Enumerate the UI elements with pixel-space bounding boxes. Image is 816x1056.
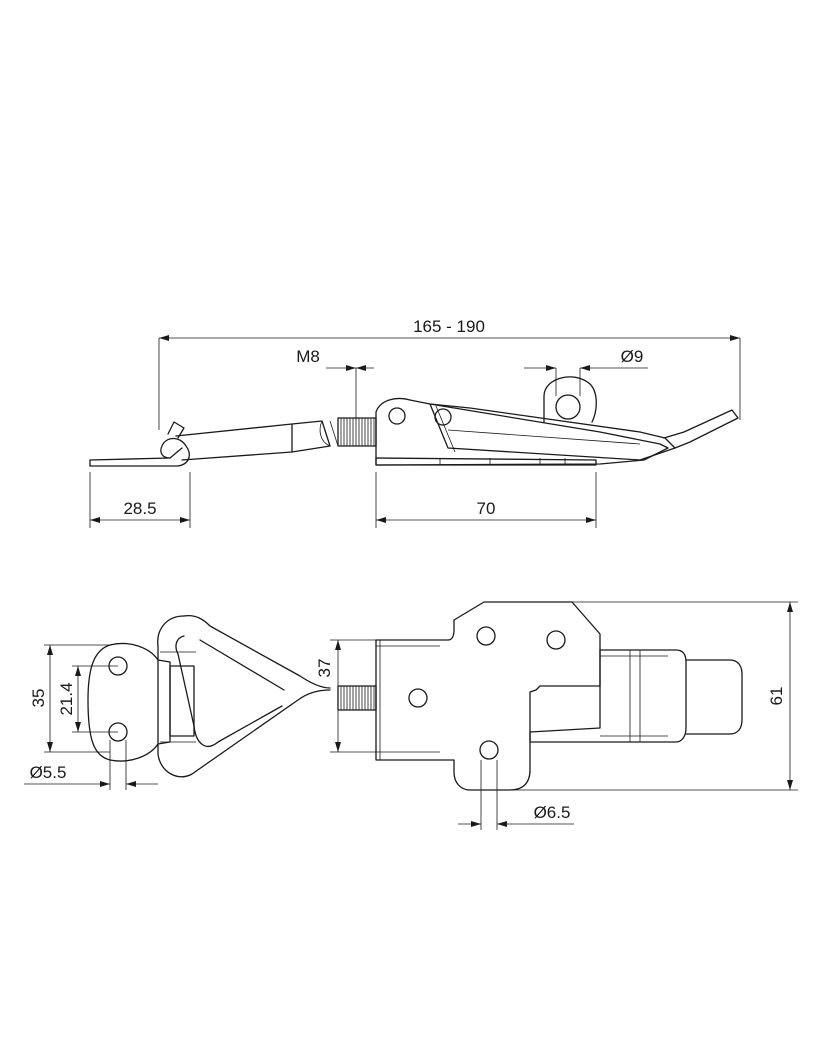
rod xyxy=(175,420,331,461)
latch-body xyxy=(375,397,669,466)
dim-total-height: 61 xyxy=(767,687,786,706)
hook-curl xyxy=(89,437,190,467)
handle-tail xyxy=(663,409,739,449)
pivot-hole-1 xyxy=(388,407,406,425)
dim-hook-hole-spacing: 21.4 xyxy=(57,682,76,715)
hook-tab xyxy=(167,421,185,439)
dim-thread: M8 xyxy=(296,347,320,366)
lever xyxy=(429,403,676,461)
side-dimensions: 165 - 190 M8 Ø9 28.5 70 xyxy=(89,317,741,528)
eye-hole xyxy=(555,394,581,420)
top-view xyxy=(87,601,743,791)
threaded-stud-top xyxy=(337,685,377,711)
dim-hook-hole-dia: Ø5.5 xyxy=(30,763,67,782)
lever-top xyxy=(529,649,687,743)
dim-body-height: 37 xyxy=(315,659,334,678)
wire-loop-inner xyxy=(175,635,285,747)
body-block-top xyxy=(375,601,601,791)
dim-hook-height: 35 xyxy=(29,689,48,708)
body-hole-1 xyxy=(476,626,496,646)
hook-plate xyxy=(89,447,183,467)
dim-base-length: 70 xyxy=(477,499,496,518)
wire-loop-outer xyxy=(157,615,331,778)
hook-bar xyxy=(169,665,195,737)
handle-end-top xyxy=(685,659,743,735)
lever-inner xyxy=(435,405,641,453)
threaded-stud xyxy=(337,417,377,447)
mount-hole xyxy=(479,740,499,760)
dim-mount-hole-dia: Ø6.5 xyxy=(534,803,571,822)
body-block-top-edge xyxy=(375,640,440,760)
dim-eye-hole: Ø9 xyxy=(621,347,644,366)
dim-overall-length: 165 - 190 xyxy=(413,317,485,336)
body-hole-2 xyxy=(546,630,566,650)
body-hole-3 xyxy=(408,688,428,708)
base-plate xyxy=(375,457,597,466)
rod-nut xyxy=(319,420,339,447)
eye-lug xyxy=(543,376,597,423)
top-dimensions: 35 21.4 Ø5.5 37 Ø6.5 61 xyxy=(24,601,798,830)
wire-loop-detail xyxy=(160,651,196,743)
side-view xyxy=(89,376,739,467)
dim-hook-length: 28.5 xyxy=(123,499,156,518)
base-plate-detail xyxy=(439,458,566,465)
wire-loop-outer-2 xyxy=(183,614,331,689)
lever-top-detail xyxy=(600,650,668,742)
